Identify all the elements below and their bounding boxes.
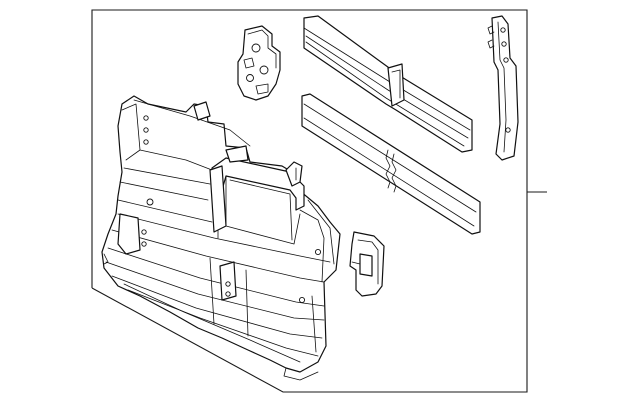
upper-deflector[interactable] bbox=[303, 15, 473, 153]
diagram-frame bbox=[91, 9, 547, 393]
shutter-assembly[interactable] bbox=[101, 95, 341, 381]
side-support[interactable] bbox=[487, 15, 519, 161]
side-guide[interactable] bbox=[349, 231, 385, 297]
lower-deflector[interactable] bbox=[301, 93, 481, 235]
upper-bracket[interactable] bbox=[237, 25, 281, 101]
